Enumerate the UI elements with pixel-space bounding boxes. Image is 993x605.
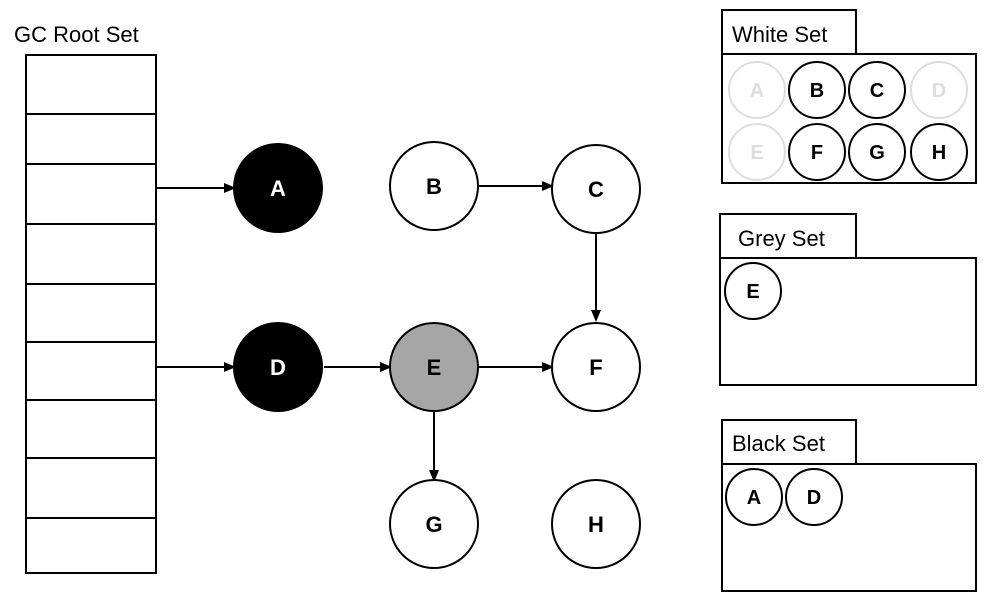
white-set-member-b: B: [788, 61, 846, 119]
svg-text:E: E: [746, 281, 759, 303]
white-set-title: White Set: [732, 22, 827, 47]
svg-text:A: A: [747, 487, 761, 509]
grey-set-title: Grey Set: [738, 226, 825, 251]
svg-text:E: E: [427, 355, 442, 380]
white-set-member-e: E: [728, 123, 786, 181]
root-set-stack: [25, 54, 157, 574]
white-set: White Set A B C D E F G: [721, 9, 977, 184]
white-set-member-d: D: [910, 61, 968, 119]
black-set-member-a: A: [725, 468, 783, 526]
node-c: C: [551, 144, 641, 234]
grey-set-member-e: E: [724, 262, 782, 320]
white-set-member-h: H: [910, 123, 968, 181]
node-g: G: [389, 479, 479, 569]
svg-text:H: H: [932, 142, 946, 164]
svg-text:E: E: [750, 142, 763, 164]
svg-text:D: D: [270, 355, 286, 380]
white-set-member-a: A: [728, 61, 786, 119]
node-f: F: [551, 322, 641, 412]
root-set-title: GC Root Set: [14, 22, 139, 47]
black-set-title: Black Set: [732, 431, 825, 456]
svg-text:G: G: [869, 142, 885, 164]
white-set-member-c: C: [848, 61, 906, 119]
grey-set: Grey Set E: [719, 213, 977, 386]
black-set-member-d: D: [785, 468, 843, 526]
black-set: Black Set A D: [721, 419, 977, 592]
white-set-member-f: F: [788, 123, 846, 181]
svg-text:B: B: [426, 174, 442, 199]
node-h: H: [551, 479, 641, 569]
svg-text:D: D: [932, 80, 946, 102]
node-d: D: [233, 322, 323, 412]
svg-text:A: A: [750, 80, 764, 102]
svg-text:D: D: [807, 487, 821, 509]
white-set-member-g: G: [848, 123, 906, 181]
svg-text:B: B: [810, 80, 824, 102]
node-e: E: [389, 322, 479, 412]
svg-text:G: G: [425, 512, 442, 537]
svg-text:C: C: [588, 177, 604, 202]
node-a: A: [233, 143, 323, 233]
node-b: B: [389, 141, 479, 231]
svg-text:C: C: [870, 80, 884, 102]
edges: [156, 181, 601, 482]
svg-text:F: F: [589, 355, 602, 380]
svg-text:H: H: [588, 512, 604, 537]
svg-text:F: F: [811, 142, 823, 164]
svg-text:A: A: [270, 176, 286, 201]
